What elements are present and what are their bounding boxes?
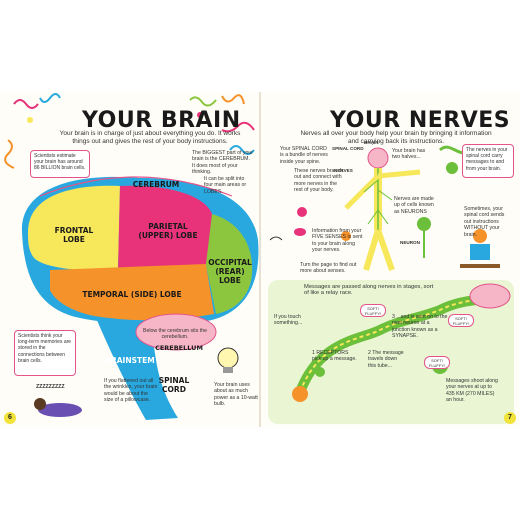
temporal-lobe-shape bbox=[50, 264, 214, 321]
squiggle-decoration bbox=[229, 145, 255, 155]
light-bulb-base bbox=[223, 367, 233, 373]
sleeping-person-illustration bbox=[38, 403, 82, 417]
memories-note: Scientists think your long-term memories… bbox=[14, 330, 76, 376]
squiggle-decoration bbox=[4, 139, 15, 169]
turn-page-note: Turn the page to find out more about sen… bbox=[300, 262, 357, 275]
frontal-lobe-label: FRONTAL LOBE bbox=[54, 226, 94, 244]
relay-receptor-icon bbox=[315, 367, 325, 377]
bulb-note: Your brain uses about as much power as a… bbox=[214, 382, 258, 408]
cerebellum-label: CEREBELLUM bbox=[155, 344, 203, 352]
pan-icon bbox=[460, 264, 500, 268]
sleeping-person-head bbox=[34, 398, 46, 410]
speech-bubble-3: SOFT! FLUFFY! bbox=[424, 356, 450, 369]
spinal-cord-note: Your SPINAL CORD is a bundle of nerves i… bbox=[280, 146, 328, 165]
label-brain: BRAIN bbox=[364, 140, 379, 145]
relay-hand-icon bbox=[292, 386, 308, 402]
without-brain-note: Sometimes, your spinal cord sends out in… bbox=[464, 206, 505, 238]
label-spinal-cord: SPINAL CORD bbox=[332, 146, 364, 151]
body-brain-icon bbox=[367, 147, 389, 169]
body-nerve-lines bbox=[363, 179, 393, 225]
spinal-cord-label: SPINAL CORD bbox=[158, 376, 190, 394]
cerebellum-shape bbox=[135, 313, 217, 351]
light-bulb-icon bbox=[217, 347, 239, 369]
squiggle-decoration bbox=[189, 96, 217, 107]
sense-nose-icon bbox=[297, 207, 307, 217]
sleep-text: ZZZZZZZZZ bbox=[36, 384, 65, 390]
brain-intro-text: Your brain is in charge of just about ev… bbox=[59, 130, 241, 145]
body-right-leg bbox=[375, 229, 395, 271]
parietal-lobe-label: PARIETAL (UPPER) LOBE bbox=[138, 222, 198, 240]
page-number-right: 7 bbox=[504, 412, 516, 424]
squiggle-decoration bbox=[221, 94, 245, 105]
relay-speed-note: Messages shoot along your nerves at up t… bbox=[446, 378, 498, 404]
temporal-lobe-label: TEMPORAL (SIDE) LOBE bbox=[82, 290, 182, 299]
neurons-made-note: Nerves are made up of cells known as NEU… bbox=[394, 196, 434, 215]
speech-bubble-2: SOFT! FLUFFY! bbox=[448, 314, 474, 327]
sense-hand-icon bbox=[341, 231, 351, 241]
page-number-left: 6 bbox=[4, 412, 16, 424]
squiggle-decoration bbox=[39, 93, 61, 103]
body-right-arm bbox=[377, 169, 421, 179]
two-halves-note: Your brain has two halves... bbox=[392, 148, 426, 161]
nerves-intro-text: Nerves all over your body help your brai… bbox=[300, 130, 492, 145]
lobes-note: It can be split into four main areas or … bbox=[204, 176, 247, 195]
speech-bubble-1: SOFT! FLUFFY! bbox=[360, 304, 386, 317]
label-nerves: NERVES bbox=[334, 168, 353, 173]
cerebrum-label: CEREBRUM bbox=[132, 180, 180, 189]
brainstem-label: BRAINSTEM bbox=[105, 356, 155, 365]
relay-step-2: 2 The message travels down this tube... bbox=[368, 350, 404, 369]
biggest-part-note: The BIGGEST part of your brain is the CE… bbox=[192, 150, 254, 176]
occipital-lobe-label: OCCIPITAL (REAR) LOBE bbox=[208, 258, 252, 285]
dot-decoration bbox=[27, 117, 33, 123]
five-senses-note: Information from your FIVE SENSES is sen… bbox=[312, 228, 363, 254]
relay-step-1: 1 RECEPTORS pick up a message. bbox=[312, 350, 357, 363]
person-head-icon bbox=[473, 229, 487, 243]
parietal-lobe-shape bbox=[118, 185, 212, 270]
relay-step-3: 3 ...and is sent on to the next neuron a… bbox=[392, 314, 448, 340]
neuron-cluster-icon bbox=[446, 162, 458, 174]
label-neuron: NEURON bbox=[400, 240, 420, 245]
occipital-lobe-shape bbox=[206, 214, 253, 314]
branch-note: These nerves branch out and connect with… bbox=[294, 168, 343, 194]
brainstem-shape bbox=[96, 318, 178, 420]
touch-note: If you touch something... bbox=[274, 314, 303, 327]
body-left-leg bbox=[363, 229, 381, 271]
body-left-arm bbox=[344, 174, 380, 210]
cerebellum-note: Below the cerebrum sits the cerebellum. bbox=[142, 328, 207, 341]
sense-eye-icon bbox=[269, 236, 283, 241]
page-gutter bbox=[259, 92, 261, 427]
sense-mouth-icon bbox=[294, 228, 306, 236]
neurons-note: Scientists estimate your brain has aroun… bbox=[30, 150, 90, 178]
dot-decoration bbox=[197, 112, 203, 118]
frontal-lobe-shape bbox=[28, 185, 120, 271]
squiggle-decoration bbox=[221, 121, 255, 133]
relay-brain-icon bbox=[469, 283, 511, 309]
relay-signal-path bbox=[299, 297, 491, 393]
neuron-icon bbox=[417, 217, 431, 231]
page-title-brain: YOUR BRAIN bbox=[82, 108, 241, 133]
relay-intro: Messages are passed along nerves in stag… bbox=[304, 284, 434, 297]
flattened-note: If you flattened out all the wrinkles, y… bbox=[104, 378, 158, 404]
page-title-nerves: YOUR NERVES bbox=[330, 108, 511, 133]
cerebrum-arc bbox=[39, 176, 233, 197]
squiggle-decoration bbox=[13, 99, 39, 109]
person-body-icon bbox=[470, 244, 490, 260]
messages-carry-note: The nerves in your spinal cord carry mes… bbox=[462, 144, 514, 178]
